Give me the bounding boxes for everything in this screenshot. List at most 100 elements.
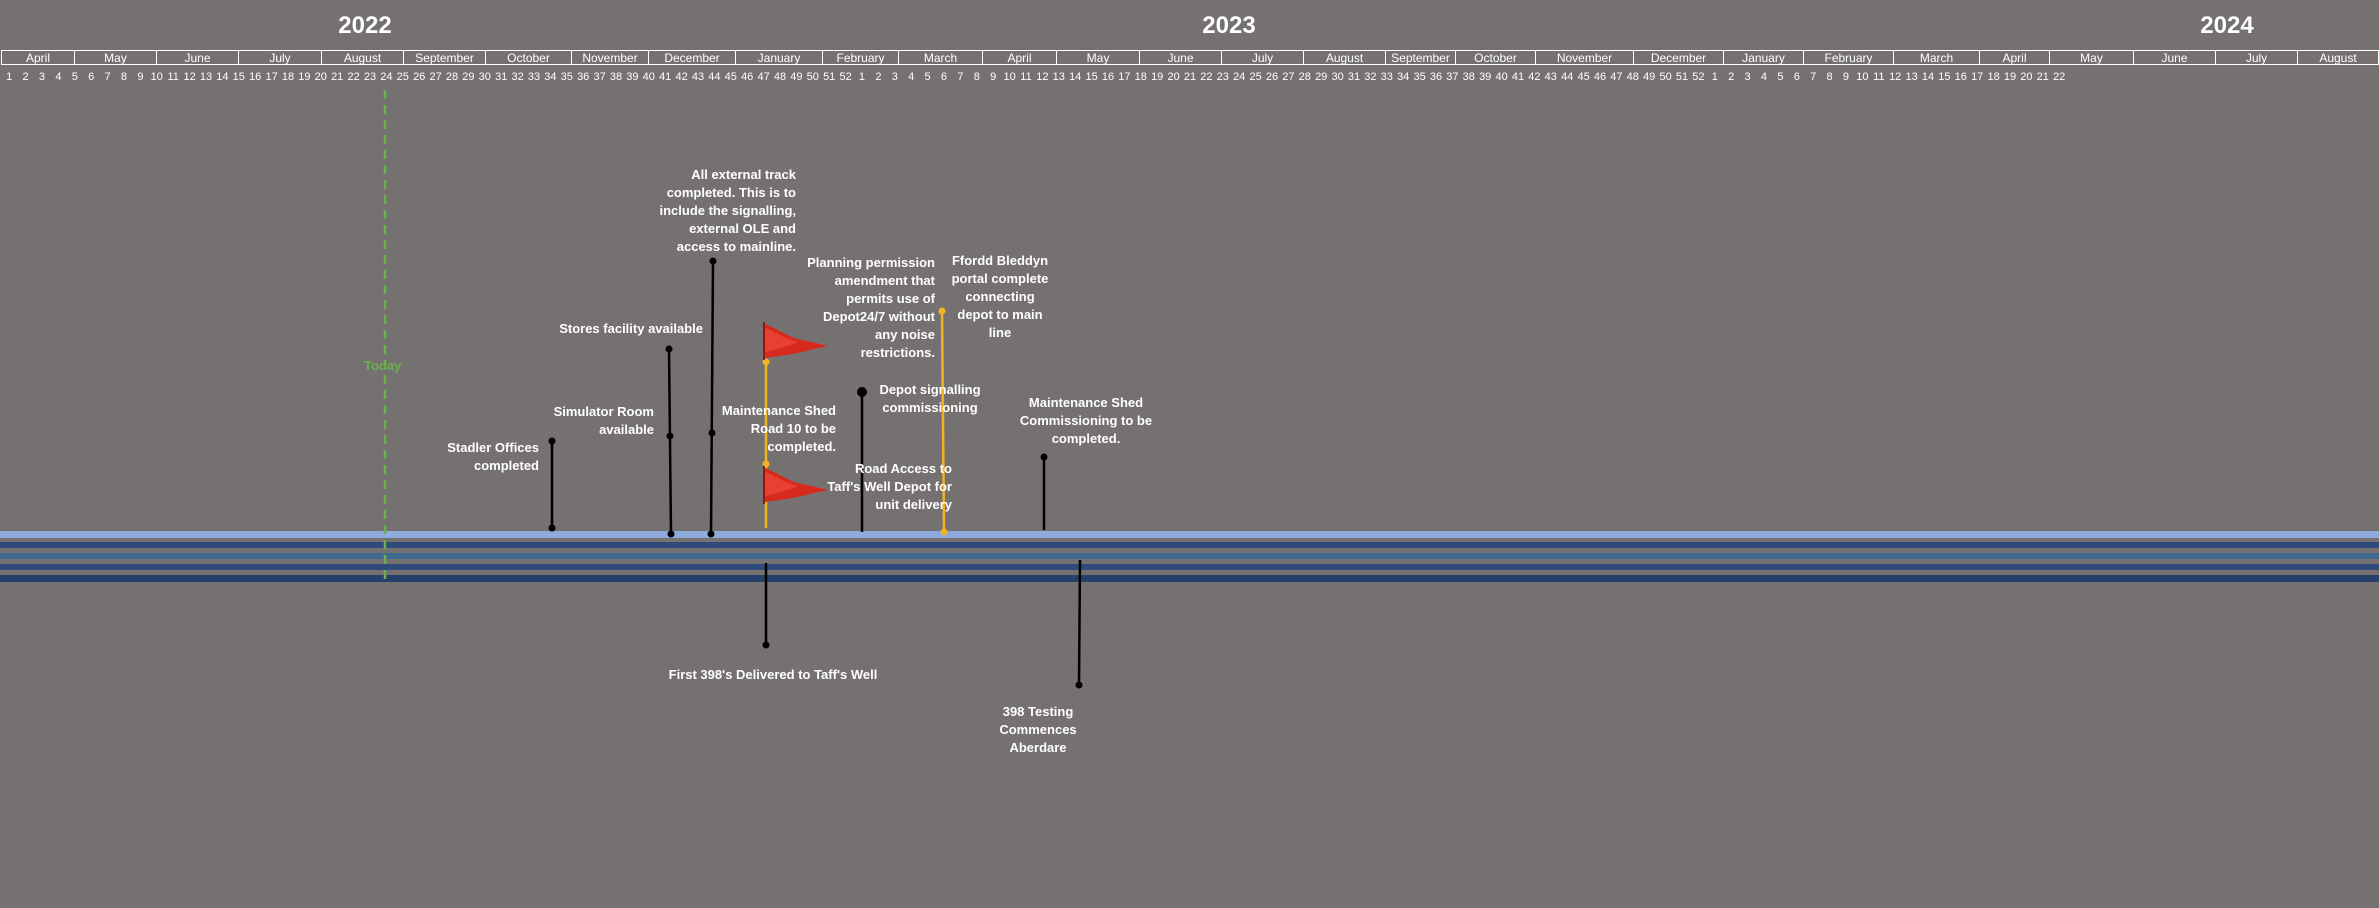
week-number: 12	[183, 71, 196, 83]
month-cell: August	[1303, 50, 1385, 65]
track-dark-3	[0, 575, 2379, 582]
month-cell: June	[156, 50, 238, 65]
month-row: April May June July August September Oct…	[0, 50, 2379, 67]
month-cell: October	[485, 50, 571, 65]
week-number: 27	[429, 71, 442, 83]
week-number: 50	[806, 71, 819, 83]
milestone-label-external-track: All external track completed. This is to…	[659, 167, 796, 254]
week-number: 29	[462, 71, 475, 83]
week-number: 44	[708, 71, 721, 83]
week-number: 16	[1101, 71, 1115, 83]
week-number: 6	[940, 71, 948, 83]
week-number: 37	[593, 71, 606, 83]
week-number: 42	[675, 71, 688, 83]
week-number: 6	[1793, 71, 1800, 83]
week-number: 15	[232, 71, 245, 83]
week-number: 28	[445, 71, 459, 83]
track-dark-1	[0, 542, 2379, 548]
week-number: 31	[1347, 71, 1361, 83]
flag-icon	[763, 322, 828, 360]
week-number: 32	[511, 71, 524, 83]
week-number: 5	[1777, 71, 1784, 83]
month-cell: May	[74, 50, 156, 65]
week-number: 47	[1610, 71, 1623, 83]
week-number: 45	[1577, 71, 1590, 83]
stem-ffordd-bleddyn	[940, 310, 946, 533]
week-number: 2	[1728, 71, 1735, 83]
month-cell: July	[1221, 50, 1303, 65]
week-number: 44	[1561, 71, 1574, 83]
month-cell: April	[982, 50, 1056, 65]
track-dark-2	[0, 564, 2379, 570]
week-number: 36	[577, 71, 590, 83]
week-number: 3	[1744, 71, 1751, 83]
week-number: 7	[1810, 71, 1817, 83]
milestone-label-stores-facility: Stores facility available	[559, 321, 703, 336]
week-number: 49	[1643, 71, 1656, 83]
milestone-label-depot-signalling: Depot signalling commissioning	[879, 382, 981, 415]
week-number: 34	[544, 71, 557, 83]
week-number: 21	[2036, 71, 2049, 83]
week-number: 32	[1364, 71, 1377, 83]
month-cell: April	[1, 50, 74, 65]
month-cell: January	[735, 50, 822, 65]
week-number: 35	[1413, 71, 1426, 83]
month-cell: January	[1723, 50, 1803, 65]
month-cell: May	[2049, 50, 2133, 65]
week-number: 51	[823, 71, 836, 83]
week-number: 18	[281, 71, 295, 83]
milestone-label-first-398: First 398's Delivered to Taff's Well	[668, 667, 878, 682]
month-cell: August	[321, 50, 403, 65]
month-cell: September	[1385, 50, 1455, 65]
year-label: 2023	[1202, 12, 1256, 39]
week-number: 26	[413, 71, 426, 83]
week-number: 8	[120, 71, 128, 83]
week-number: 35	[560, 71, 573, 83]
week-number: 9	[1842, 71, 1850, 83]
track-mid	[0, 553, 2379, 559]
milestone-label-398-testing: 398 Testing Commences Aberdare	[999, 704, 1077, 755]
week-number: 11	[1020, 71, 1032, 83]
week-number: 15	[1938, 71, 1951, 83]
week-number: 10	[1856, 71, 1869, 83]
week-number: 38	[609, 71, 623, 83]
week-number: 13	[1052, 71, 1065, 83]
month-cell: November	[1535, 50, 1633, 65]
week-number: 40	[642, 71, 655, 83]
week-number: 43	[1544, 71, 1557, 83]
week-number: 18	[1987, 71, 2000, 83]
month-cell: March	[1893, 50, 1979, 65]
week-number: 29	[1315, 71, 1328, 83]
week-number: 43	[691, 71, 705, 83]
week-number: 40	[1495, 71, 1508, 83]
week-number: 36	[1429, 71, 1443, 83]
week-number: 20	[2020, 71, 2033, 83]
week-number: 19	[2003, 71, 2017, 83]
week-number: 46	[741, 71, 754, 83]
milestone-stems	[550, 260, 1082, 686]
year-label: 2022	[338, 12, 392, 39]
week-number: 49	[790, 71, 803, 83]
milestone-label-maintenance-shed-road10: Maintenance Shed Road 10 to be completed…	[721, 403, 836, 454]
week-number: 14	[216, 71, 229, 83]
week-number: 9	[137, 71, 144, 83]
month-cell: September	[403, 50, 485, 65]
month-cell: August	[2297, 50, 2379, 65]
month-cell: July	[238, 50, 321, 65]
week-number: 48	[1626, 71, 1639, 83]
week-number: 4	[908, 71, 915, 83]
week-number: 22	[347, 71, 360, 83]
week-number: 30	[1331, 71, 1344, 83]
week-number: 47	[757, 71, 770, 83]
month-cell: December	[648, 50, 735, 65]
highlighted-dots	[762, 307, 948, 536]
week-number: 51	[1675, 71, 1689, 83]
week-number: 16	[249, 71, 262, 83]
week-number: 31	[495, 71, 508, 83]
week-number: 4	[55, 71, 62, 83]
stem-stores-facility	[667, 348, 673, 535]
stem-external-track	[709, 260, 715, 536]
week-number: 52	[1692, 71, 1705, 83]
